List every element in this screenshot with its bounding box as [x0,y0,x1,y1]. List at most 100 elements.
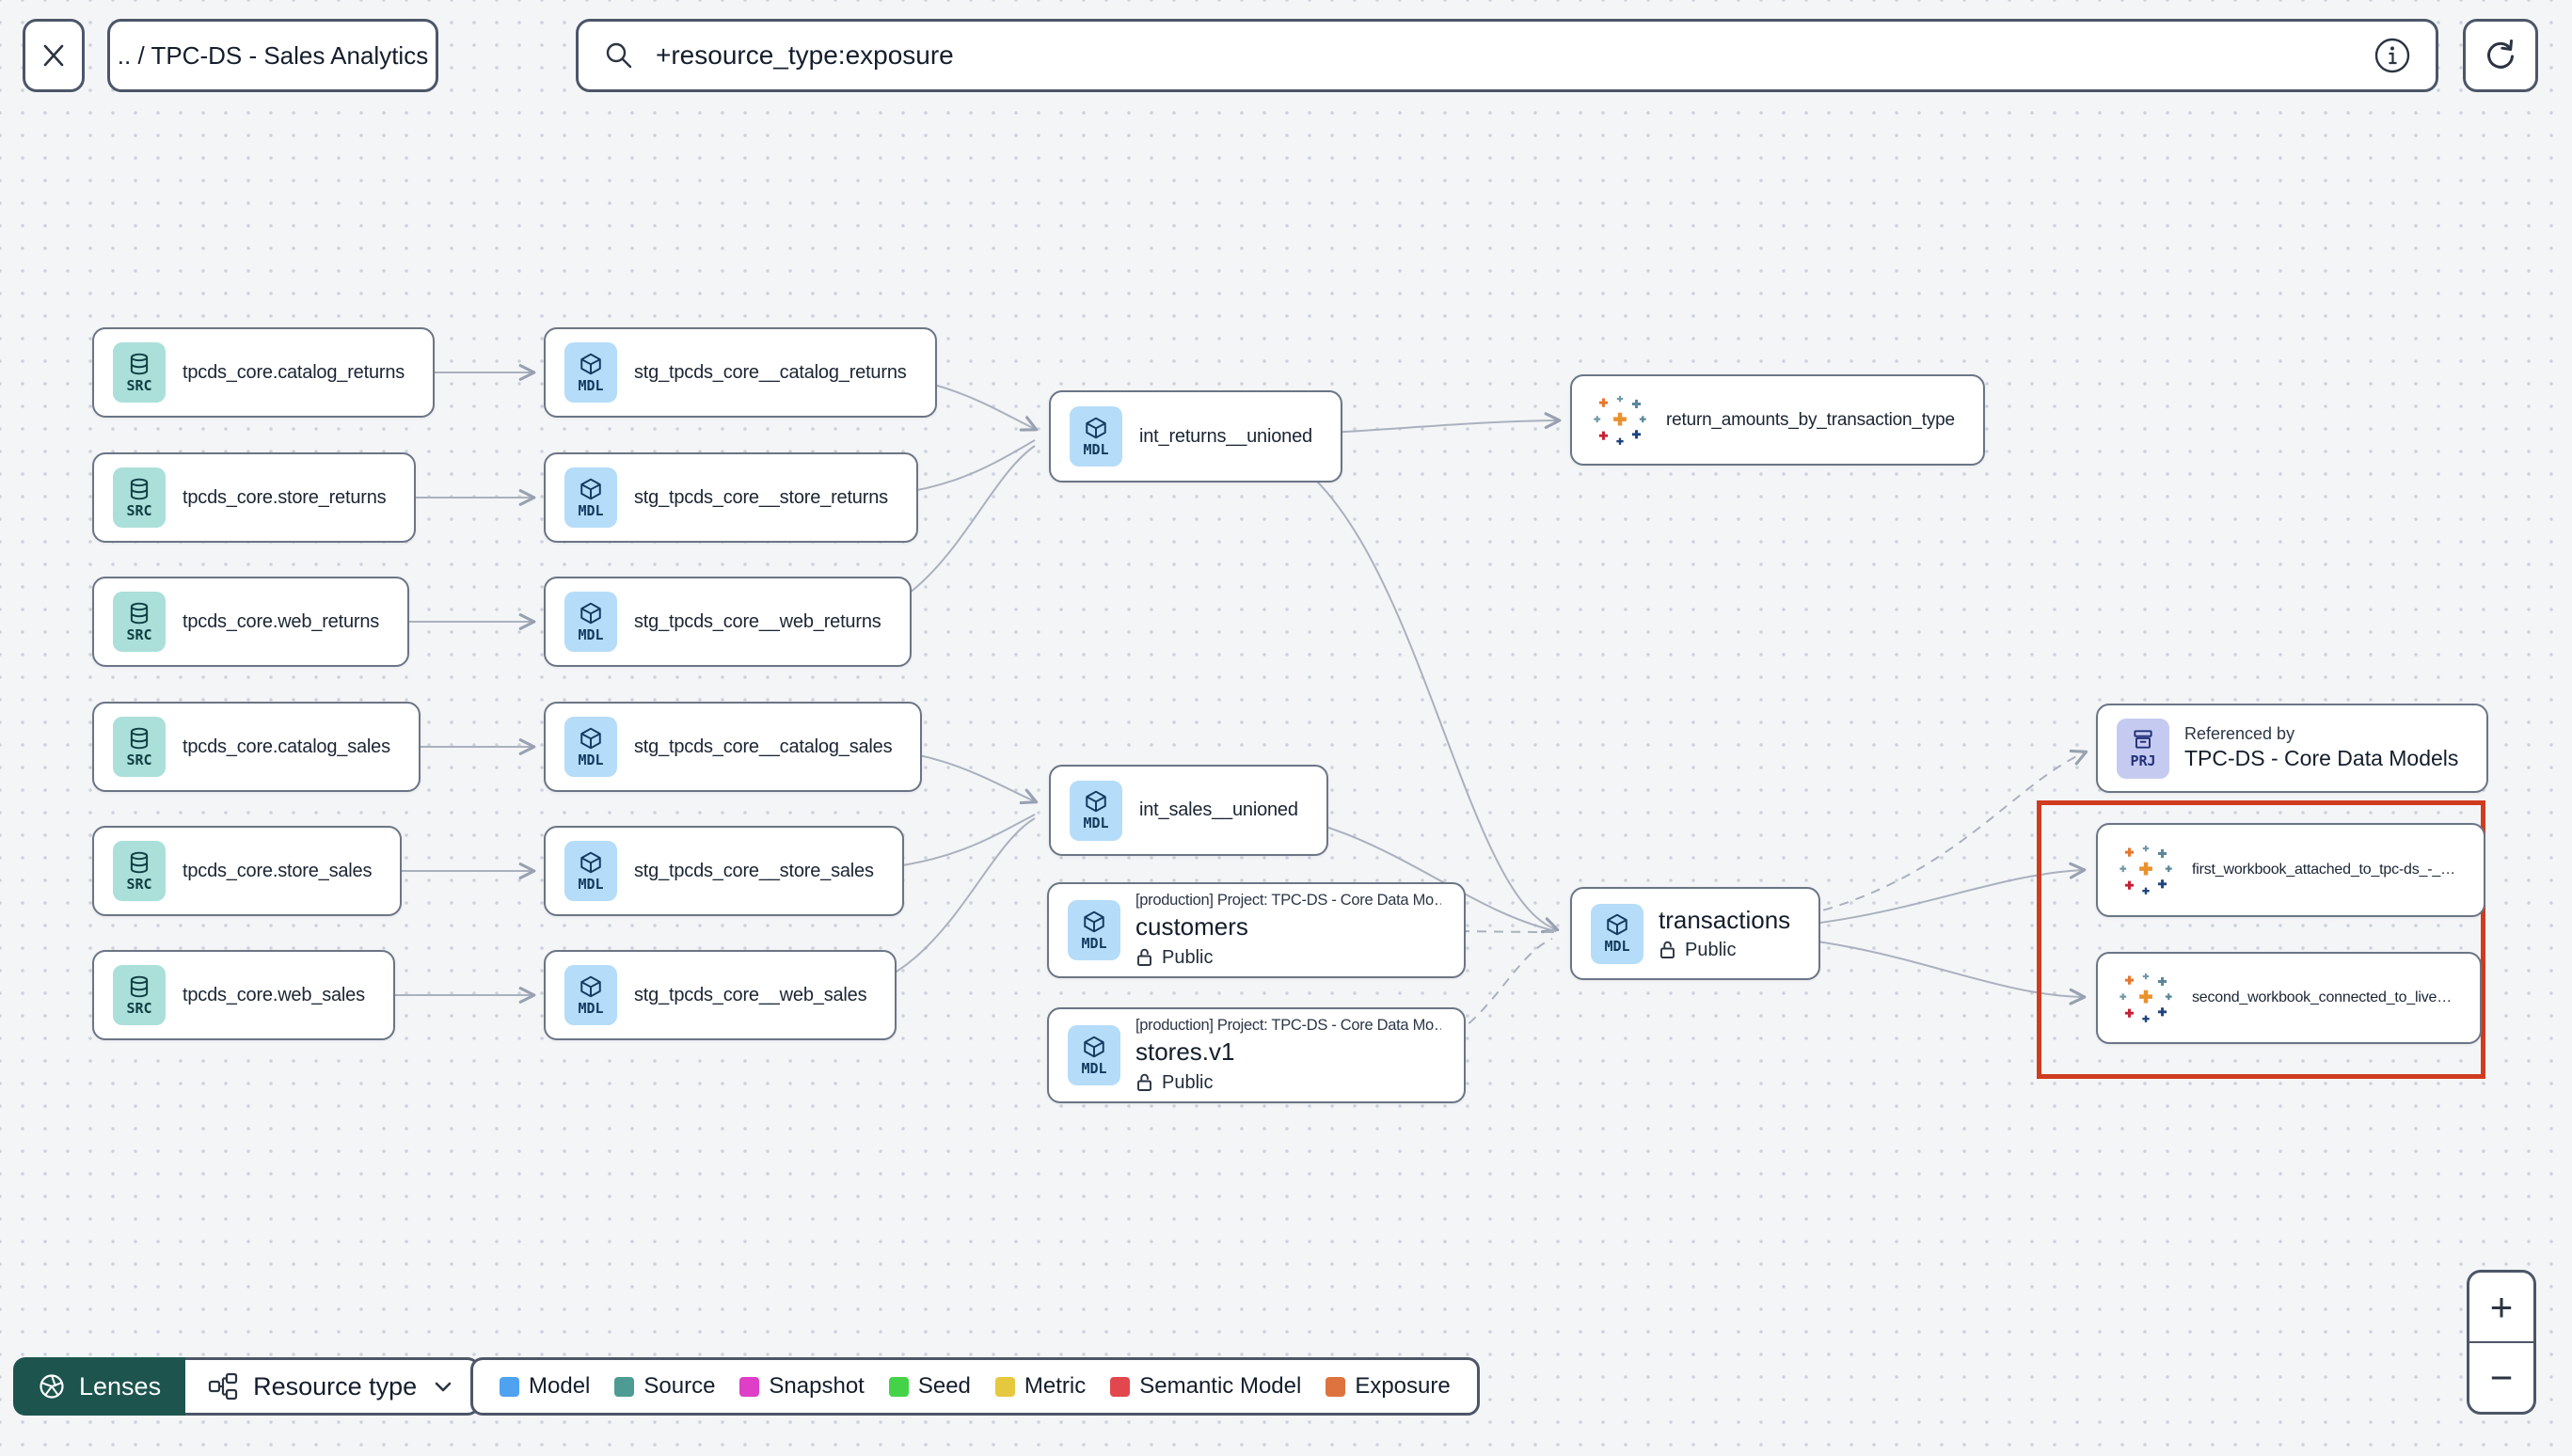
access-label: Public [1162,1071,1214,1093]
node-label: tpcds_core.store_sales [183,860,373,881]
zoom-control: + − [2467,1270,2536,1415]
legend-bar: Model Source Snapshot Seed Metric Semant… [470,1357,1480,1416]
node-exposure-second-workbook[interactable]: second_workbook_connected_to_live… [2096,952,2483,1044]
node-label: stores.v1 [1135,1037,1235,1066]
node-label: first_workbook_attached_to_tpc-ds_-_… [2192,862,2455,878]
seed-color-swatch [888,1376,909,1397]
node-source-web-returns[interactable]: SRC tpcds_core.web_returns [92,577,410,667]
source-color-swatch [614,1376,635,1397]
cube-icon [579,601,603,625]
breadcrumb[interactable]: .. / TPC-DS - Sales Analytics [107,19,438,92]
node-exposure-return-amounts[interactable]: return_amounts_by_transaction_type [1570,374,1985,466]
lock-open-icon [1135,947,1154,968]
source-badge: SRC [113,592,166,652]
node-label: stg_tpcds_core__web_returns [634,610,881,632]
snapshot-color-swatch [739,1376,760,1397]
node-label: return_amounts_by_transaction_type [1666,409,1955,430]
node-project-label: [production] Project: TPC-DS - Core Data… [1135,1017,1441,1035]
model-badge: MDL [564,592,617,652]
lenses-button[interactable]: Lenses [13,1357,186,1416]
source-badge: SRC [113,342,166,403]
node-project-label: [production] Project: TPC-DS - Core Data… [1135,892,1441,910]
cube-icon [1082,910,1106,934]
node-source-catalog-sales[interactable]: SRC tpcds_core.catalog_sales [92,702,421,792]
database-icon [127,974,151,999]
semantic-model-color-swatch [1110,1376,1131,1397]
node-stg-web-sales[interactable]: MDL stg_tpcds_core__web_sales [544,950,897,1040]
source-badge: SRC [113,841,166,901]
legend-item-semantic-model: Semantic Model [1110,1373,1301,1400]
source-badge: SRC [113,467,166,528]
aperture-icon [38,1372,66,1401]
node-stg-catalog-sales[interactable]: MDL stg_tpcds_core__catalog_sales [544,702,923,792]
cube-icon [1605,912,1629,937]
node-label: tpcds_core.catalog_returns [183,361,405,383]
node-int-sales-unioned[interactable]: MDL int_sales__unioned [1049,765,1328,856]
model-badge: MDL [1070,780,1122,841]
exposure-color-swatch [1326,1376,1346,1397]
legend-item-seed: Seed [888,1373,971,1400]
node-label: stg_tpcds_core__store_returns [634,486,888,508]
close-button[interactable] [23,19,85,92]
cube-icon [579,477,603,501]
node-customers[interactable]: MDL [production] Project: TPC-DS - Core … [1047,882,1466,978]
node-source-web-sales[interactable]: SRC tpcds_core.web_sales [92,950,395,1040]
cube-icon [1082,1035,1106,1059]
source-badge: SRC [113,965,166,1025]
access-label: Public [1685,940,1737,961]
node-referenced-by-project[interactable]: PRJ Referenced by TPC-DS - Core Data Mod… [2096,704,2489,793]
node-stores-v1[interactable]: MDL [production] Project: TPC-DS - Core … [1047,1007,1466,1103]
model-badge: MDL [564,342,617,403]
node-stg-catalog-returns[interactable]: MDL stg_tpcds_core__catalog_returns [544,327,937,418]
cube-icon [1084,789,1108,814]
search-input[interactable] [654,40,2355,71]
model-badge: MDL [564,467,617,528]
legend-item-exposure: Exposure [1326,1373,1451,1400]
chevron-down-icon [432,1375,454,1398]
node-label: customers [1135,911,1248,941]
zoom-in-button[interactable]: + [2469,1273,2533,1343]
cube-icon [579,850,603,875]
cube-icon [579,352,603,376]
node-label: stg_tpcds_core__catalog_sales [634,736,893,757]
search-bar [576,19,2438,92]
lock-open-icon [1659,940,1677,960]
refresh-icon [2482,37,2519,74]
node-source-catalog-returns[interactable]: SRC tpcds_core.catalog_returns [92,327,436,418]
node-transactions[interactable]: MDL transactions Public [1570,887,1821,980]
node-exposure-first-workbook[interactable]: first_workbook_attached_to_tpc-ds_-_… [2096,823,2485,917]
node-source-store-returns[interactable]: SRC tpcds_core.store_returns [92,452,417,543]
breadcrumb-label: .. / TPC-DS - Sales Analytics [117,40,429,70]
node-source-store-sales[interactable]: SRC tpcds_core.store_sales [92,826,403,916]
legend-item-model: Model [500,1373,590,1400]
node-label: tpcds_core.catalog_sales [183,736,390,757]
tableau-icon [2117,841,2175,899]
zoom-out-button[interactable]: − [2469,1343,2533,1412]
refresh-button[interactable] [2463,19,2538,92]
legend-item-snapshot: Snapshot [739,1373,865,1400]
database-icon [127,477,151,501]
model-color-swatch [500,1376,519,1397]
database-icon [127,601,151,625]
tableau-icon [2117,969,2175,1027]
node-label: second_workbook_connected_to_live… [2192,989,2453,1005]
node-stg-store-returns[interactable]: MDL stg_tpcds_core__store_returns [544,452,918,543]
node-stg-store-sales[interactable]: MDL stg_tpcds_core__store_sales [544,826,904,916]
node-label: stg_tpcds_core__store_sales [634,860,874,881]
model-badge: MDL [1591,903,1643,964]
node-label: int_sales__unioned [1139,799,1298,820]
lock-open-icon [1135,1072,1154,1093]
node-label: tpcds_core.web_sales [183,984,365,1005]
info-icon[interactable] [2374,37,2411,74]
node-label: int_returns__unioned [1139,425,1312,447]
node-stg-web-returns[interactable]: MDL stg_tpcds_core__web_returns [544,577,912,667]
resource-type-dropdown[interactable]: Resource type [185,1357,481,1416]
node-label: TPC-DS - Core Data Models [2184,746,2459,771]
node-int-returns-unioned[interactable]: MDL int_returns__unioned [1049,390,1342,483]
node-label: tpcds_core.store_returns [183,486,387,508]
metric-color-swatch [994,1376,1015,1397]
database-icon [127,850,151,875]
lenses-control-group: Lenses Resource type [13,1357,481,1416]
cube-icon [579,974,603,999]
